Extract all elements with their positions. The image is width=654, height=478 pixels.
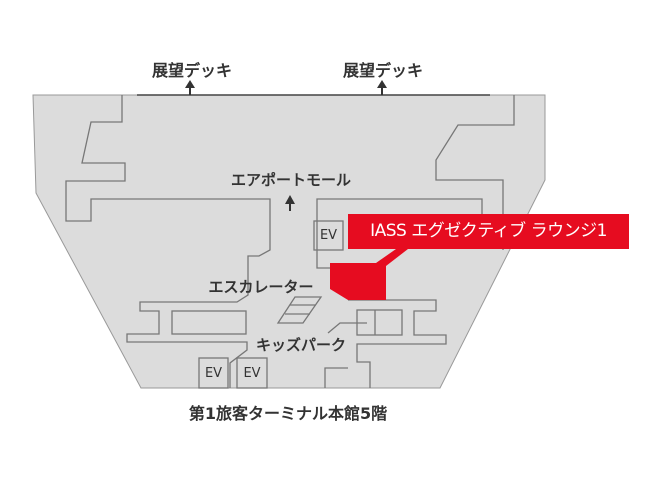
- wall-left: [65, 95, 271, 388]
- airport-mall-label: エアポートモール: [230, 171, 352, 189]
- lounge-callout: IASS エグゼクティブ ラウンジ1: [348, 214, 629, 249]
- lounge-area: [330, 263, 386, 300]
- arrow-up-icon: [285, 195, 295, 204]
- ev-label: EV: [319, 228, 338, 243]
- wall-right: [435, 95, 515, 250]
- arrows: [185, 80, 387, 211]
- wall-center: [316, 198, 483, 269]
- observation-deck-label: 展望デッキ: [151, 61, 233, 80]
- ev-label: EV: [204, 366, 223, 381]
- arrow-up-icon: [377, 80, 387, 88]
- floor-outline: [32, 94, 546, 389]
- kids-park-label: キッズパーク: [255, 336, 347, 354]
- observation-deck-label: 展望デッキ: [342, 61, 424, 80]
- elevator-box: [236, 357, 268, 389]
- escalator: [276, 296, 323, 324]
- arrow-up-icon: [185, 80, 195, 88]
- wall-lower-mid: [324, 367, 348, 388]
- lounge-pointer: [376, 249, 408, 266]
- ev-label: EV: [243, 366, 261, 381]
- elevator-box: [198, 357, 229, 389]
- shop-block: [171, 310, 247, 335]
- wall-lower-right: [348, 299, 447, 388]
- elevator-box: [313, 220, 344, 251]
- escalator-label: エスカレーター: [208, 278, 314, 296]
- kids-park-pointer: [327, 322, 367, 334]
- floor-title: 第1旅客ターミナル本館5階: [188, 404, 388, 423]
